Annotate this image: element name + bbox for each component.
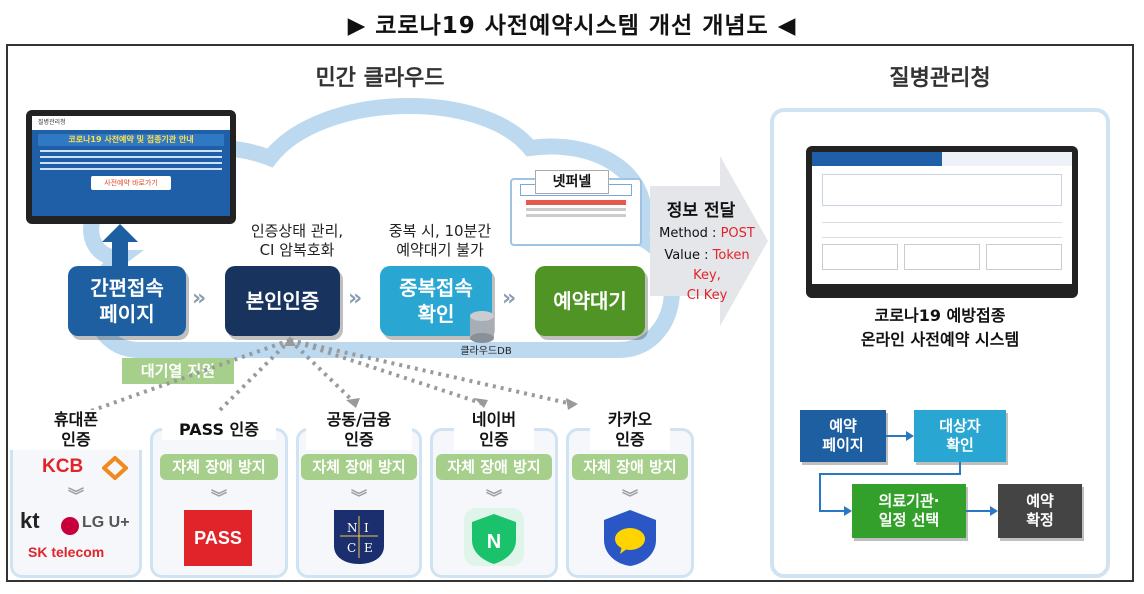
kt-logo: kt (20, 508, 40, 533)
step-separator-3: » (502, 286, 517, 311)
lgu-logo: LG U+ (82, 514, 130, 531)
monitor-frame (806, 146, 1078, 298)
transfer-arrow (650, 156, 768, 326)
kdca-system-name: 코로나19 예방접종 온라인 사전예약 시스템 (860, 306, 1020, 349)
step-reservation-wait: 예약대기 (535, 266, 645, 336)
step-identity-auth: 본인인증 (225, 266, 340, 336)
up-arrow (102, 224, 138, 268)
diagram-title: ▶ 코로나19 사전예약시스템 개선 개념도 ◀ (347, 13, 797, 39)
laptop-header: 코로나19 사전예약 및 접종기관 안내 (38, 134, 224, 146)
provider-title-phone: 휴대폰 인증 (10, 410, 142, 450)
sk-telecom-logo: SK telecom (28, 544, 105, 560)
flow-select-institution: 의료기관· 일정 선택 (852, 484, 966, 538)
svg-text:I: I (364, 521, 369, 535)
step-separator-2: » (348, 286, 363, 311)
provider-title-naver: 네이버 인증 (454, 410, 534, 450)
kdca-label: 질병관리청 (889, 66, 991, 91)
transfer-method: Method : POST (652, 224, 762, 244)
kcb-diamond-icon (102, 456, 128, 480)
chip-joint: 자체 장애 방지 (301, 454, 417, 480)
dup-note: 중복 시, 10분간 예약대기 불가 (388, 222, 492, 259)
naver-shield-icon: N (464, 508, 524, 566)
kcb-logo: KCB (42, 456, 84, 477)
chip-pass: 자체 장애 방지 (160, 454, 278, 480)
lg-circle-icon (61, 517, 79, 535)
monitor-screen (812, 152, 1072, 284)
svg-text:E: E (364, 541, 373, 555)
laptop-frame: 질병관리청 코로나19 사전예약 및 접종기관 안내 사전예약 바로가기 (26, 110, 236, 224)
database-icon (470, 311, 494, 343)
kakao-shield-icon (604, 510, 656, 566)
flow-reservation-page: 예약 페이지 (800, 410, 886, 462)
transfer-value: Value : Token Key, CI Key (652, 246, 762, 306)
netfunnel-label: 넷퍼넬 (535, 170, 609, 194)
chip-naver: 자체 장애 방지 (436, 454, 552, 480)
pass-chevron-icon: ︾ (210, 488, 227, 507)
svg-text:N: N (487, 531, 501, 553)
flow-target-check: 대상자 확인 (914, 410, 1006, 462)
kdca-panel (770, 108, 1110, 578)
provider-title-joint: 공동/금융 인증 (306, 410, 412, 450)
flow-confirm: 예약 확정 (998, 484, 1082, 538)
cloud-db-label: 클라우드DB (460, 346, 512, 357)
provider-title-kakao: 카카오 인증 (590, 410, 670, 450)
naver-chevron-icon: ︾ (485, 488, 502, 507)
phone-chevron-icon: ︾ (67, 486, 84, 505)
value-value: Token Key, CI Key (686, 248, 750, 303)
diagram-frame (6, 44, 1134, 582)
laptop-screen: 질병관리청 코로나19 사전예약 및 접종기관 안내 사전예약 바로가기 (32, 116, 230, 216)
method-key: Method : (659, 226, 721, 241)
private-cloud-label: 민간 클라우드 (315, 66, 445, 91)
provider-title-pass: PASS 인증 (162, 420, 276, 440)
pass-logo: PASS (184, 510, 252, 566)
laptop-reserve-button: 사전예약 바로가기 (91, 176, 171, 190)
transfer-title: 정보 전달 (666, 201, 736, 221)
step-separator-1: » (192, 286, 207, 311)
svg-text:C: C (347, 541, 356, 555)
kakao-chevron-icon: ︾ (621, 488, 638, 507)
nice-shield-icon: N I C E (334, 510, 384, 564)
queue-support-chip: 대기열 지원 (122, 358, 234, 384)
value-key: Value : (664, 248, 713, 263)
step-easy-access-page: 간편접속 페이지 (68, 266, 186, 336)
auth-note: 인증상태 관리, CI 암복호화 (250, 222, 344, 259)
method-value: POST (720, 226, 755, 241)
svg-text:N: N (347, 521, 358, 535)
joint-chevron-icon: ︾ (350, 488, 367, 507)
chip-kakao: 자체 장애 방지 (572, 454, 688, 480)
